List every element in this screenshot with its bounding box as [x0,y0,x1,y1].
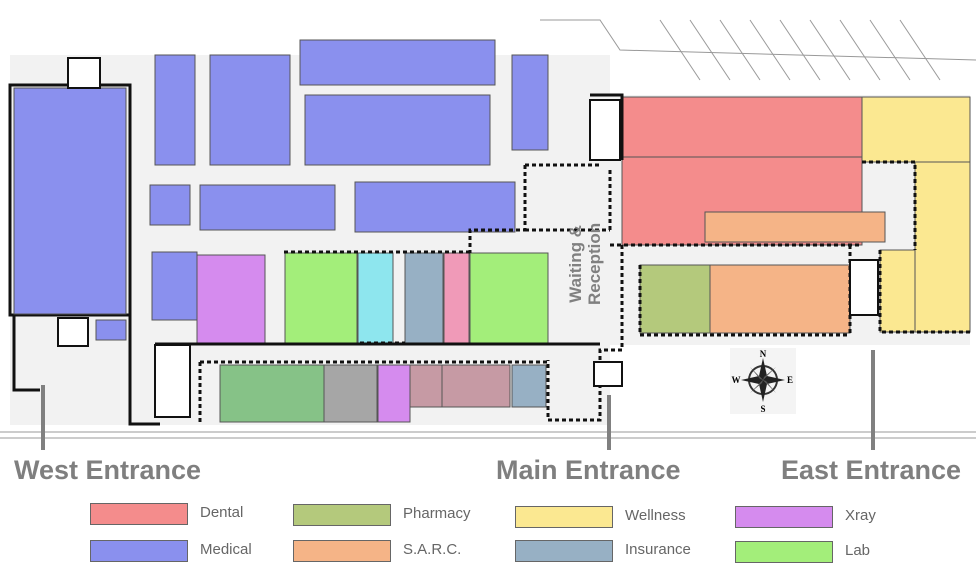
medical-south-1 [151,251,198,321]
sarc-offices [709,264,851,334]
compass-rose-icon: N S W E [730,348,796,414]
waiting-line-1: Waiting & [566,225,585,303]
wellness-rooms [861,96,971,333]
stairs [57,57,879,418]
insurance-south [511,364,547,408]
admin-strip [443,252,470,344]
lab-reception [469,252,549,344]
insurance-rooms [404,252,547,408]
lab-main [284,252,358,344]
parking-lines [0,19,976,439]
legend-label-wellness: Wellness [625,507,686,524]
wellness-south [879,249,916,333]
compass-n: N [760,349,767,359]
floor-plan [0,19,976,450]
sarc-north-strip [704,211,886,243]
lab-rooms [284,252,549,344]
medical-north-5 [511,54,549,151]
legend-swatch-lab [735,541,833,563]
legend-swatch-xray [735,506,833,528]
east-entrance-label: East Entrance [781,455,962,485]
xray-room-south [377,364,411,423]
legend-swatch-wellness [515,506,613,528]
xray-suite [196,254,266,344]
medical-mid-3 [354,181,516,233]
medical-rooms [13,39,549,341]
lab-side-room [357,252,394,344]
wellness-east [914,161,971,333]
legend-swatch-pharmacy [293,504,391,526]
legend-label-dental: Dental [200,504,244,521]
medical-mid-2 [199,184,336,231]
legend-swatch-sarc [293,540,391,562]
south-gray-room [323,364,378,423]
pharmacy-room [639,264,711,334]
medical-west-wing [13,87,127,315]
compass-e: E [787,375,793,385]
medical-north-1 [154,54,196,166]
wellness-north [861,96,971,163]
medical-north-4 [304,94,491,166]
medical-north-2 [209,54,291,166]
legend-label-pharmacy: Pharmacy [403,505,471,522]
main-entrance-label: Main Entrance [496,455,681,485]
legend-label-medical: Medical [200,541,252,558]
legend-label-lab: Lab [845,542,871,559]
compass-w: W [732,375,741,385]
legend-swatch-dental [90,503,188,525]
xray-rooms [196,254,411,423]
waiting-line-2: Reception [585,222,604,305]
insurance-office [404,252,444,344]
legend-label-xray: Xray [845,507,876,524]
medical-north-3 [299,39,496,86]
west-entrance-label: West Entrance [14,455,202,485]
dental-operatories [621,96,863,158]
south-lab-room [219,364,325,423]
sarc-rooms [704,211,886,334]
legend-swatch-medical [90,540,188,562]
south-rooms [219,364,511,423]
legend-swatch-insurance [515,540,613,562]
south-mauve-room-1 [409,364,443,408]
compass-s: S [760,404,765,414]
entrance-pointers [41,350,875,450]
legend-label-insurance: Insurance [625,541,691,558]
medical-mid-1 [149,184,191,226]
medical-south-2 [95,319,127,341]
south-mauve-room-2 [441,364,511,408]
legend-label-sarc: S.A.R.C. [403,541,462,558]
waiting-reception-label: Waiting & Reception [566,223,604,305]
